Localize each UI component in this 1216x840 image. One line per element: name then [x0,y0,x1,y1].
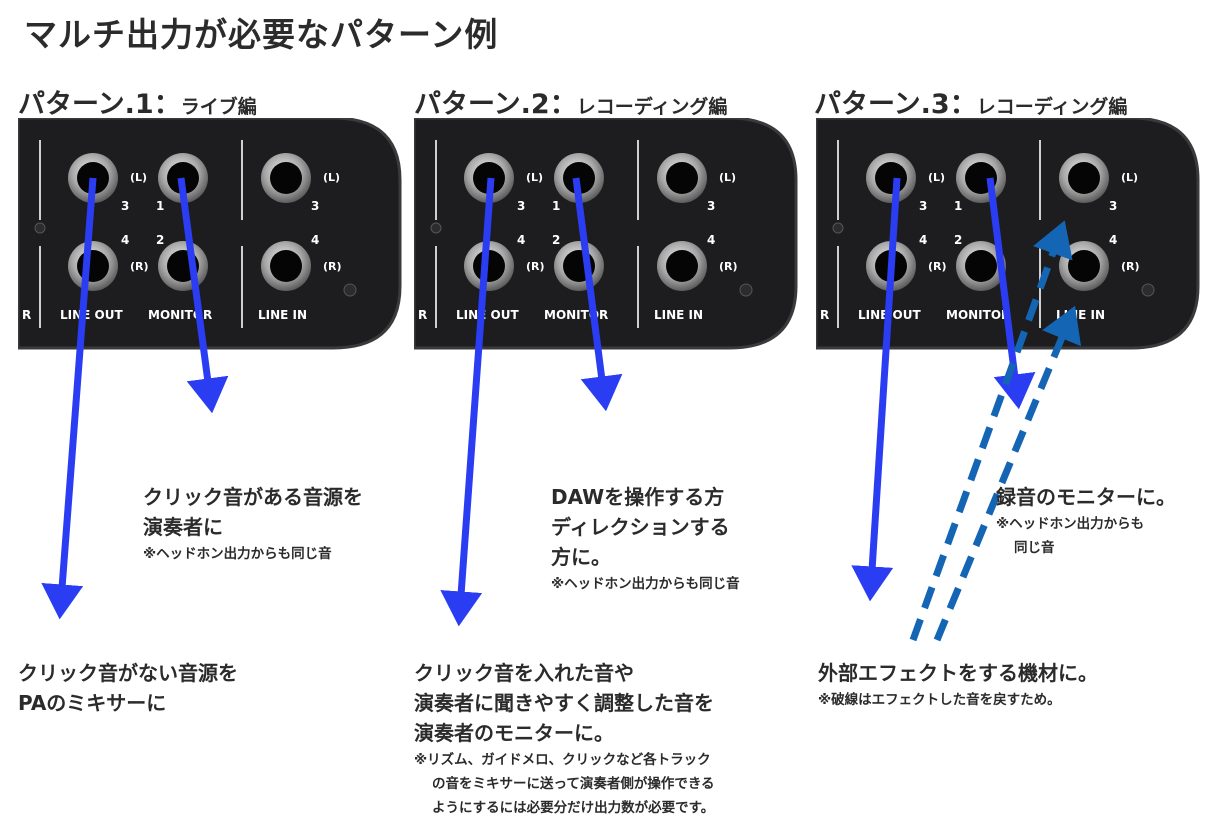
desc-line: 方に。 [551,545,611,569]
note-line: の音をミキサーに送って演奏者側が操作できる [432,776,715,792]
screw-icon [739,283,753,297]
desc-line: DAWを操作する方 [551,485,725,509]
arrow-line-out-to-external-effect [851,177,901,602]
pattern-1-title: パターン.1：ライブ編 [18,82,257,121]
jack-number: 3 [517,199,525,213]
desc-line: 演奏者に聞きやすく調整した音を [414,691,714,715]
pattern-3-number: パターン.3： [814,89,977,120]
panel-label-line-in: LINE IN [258,308,307,322]
channel-label: (R) [719,260,738,273]
pattern-2-performer-text: クリック音を入れた音や 演奏者に聞きやすく調整した音を 演奏者のモニターに。 ※… [414,658,715,820]
jack-number: 3 [311,199,319,213]
desc-line: 外部エフェクトをする機材に。 [818,661,1098,685]
screw-icon [1141,283,1155,297]
jack-number: 1 [552,199,560,213]
pattern-1-pa-text: クリック音がない音源を PAのミキサーに [18,658,238,718]
desc-line: 演奏者のモニターに。 [414,721,614,745]
dashed-return-arrow [933,305,1082,642]
channel-label: (R) [1121,260,1140,273]
jack-number: 4 [707,233,715,247]
jack-number: 2 [552,233,560,247]
panel-label-monitor: MONITOR [946,308,1010,322]
arrow-line-out-to-pa [41,177,97,620]
desc-line: 録音のモニターに。 [996,485,1176,509]
arrow-monitor-to-director [572,177,623,412]
panel-label-cut: R [820,308,829,322]
jack-number: 4 [517,233,525,247]
jack-number: 1 [156,199,164,213]
channel-label: (L) [928,171,945,184]
note-line: ※ヘッドホン出力からも同じ音 [551,576,740,592]
device-panel-3: (L) (R) (L) (R) 3 1 4 2 3 4 R LINE OUT M… [816,118,1200,350]
screw-icon [343,283,357,297]
pattern-3-effect-text: 外部エフェクトをする機材に。 ※破線はエフェクトした音を戻すため。 [818,658,1098,712]
desc-line: クリック音がある音源を [143,485,363,509]
arrow-line-out-to-performer-monitor [440,177,495,627]
page-title: マルチ出力が必要なパターン例 [24,15,499,54]
device-panel-1: (L) (R) (L) (R) 3 1 4 2 3 4 R LINE OUT M… [18,118,402,350]
jack-number: 3 [919,199,927,213]
note-line: ※リズム、ガイドメロ、クリックなど各トラック [414,752,711,768]
panel-label-line-out: LINE OUT [456,308,519,322]
channel-label: (R) [526,260,545,273]
jack-number: 4 [1109,233,1117,247]
channel-label: (R) [928,260,947,273]
panel-label-cut: R [418,308,427,322]
pattern-1-subtitle: ライブ編 [180,96,257,118]
jack-line-in-4 [657,241,707,291]
jack-number: 3 [121,199,129,213]
jack-line-in-4 [261,241,311,291]
pattern-3-title: パターン.3：レコーディング編 [814,82,1127,121]
jack-number: 1 [954,199,962,213]
panel-label-line-out: LINE OUT [60,308,123,322]
panel-label-line-in: LINE IN [654,308,703,322]
jack-number: 2 [954,233,962,247]
note-line: 同じ音 [1014,540,1055,556]
pattern-3-monitor-text: 録音のモニターに。 ※ヘッドホン出力からも 同じ音 [996,482,1176,560]
desc-line: PAのミキサーに [18,691,167,715]
jack-number: 3 [1109,199,1117,213]
screw-icon [832,222,844,234]
desc-line: クリック音を入れた音や [414,661,634,685]
jack-number: 2 [156,233,164,247]
jack-line-in-3 [261,153,311,203]
channel-label: (L) [526,171,543,184]
channel-label: (R) [323,260,342,273]
pattern-2-subtitle: レコーディング編 [576,96,728,118]
pattern-2-number: パターン.2： [414,89,577,120]
channel-label: (L) [323,171,340,184]
arrow-monitor-to-recording-monitor [986,177,1036,410]
note-line: ようにするには必要分だけ出力数が必要です。 [432,800,715,816]
channel-label: (L) [719,171,736,184]
note-line: ※ヘッドホン出力からも [996,516,1145,532]
channel-label: (R) [130,260,149,273]
arrow-monitor-to-performer [177,177,229,414]
note-line: ※破線はエフェクトした音を戻すため。 [818,692,1061,708]
desc-line: クリック音がない音源を [18,661,238,685]
pattern-2-director-text: DAWを操作する方 ディレクションする 方に。 ※ヘッドホン出力からも同じ音 [551,482,740,596]
pattern-1-number: パターン.1： [18,89,181,120]
pattern-2-title: パターン.2：レコーディング編 [414,82,727,121]
dashed-return-arrow [909,220,1073,642]
pattern-3-subtitle: レコーディング編 [976,96,1128,118]
jack-number: 4 [311,233,319,247]
jack-number: 4 [121,233,129,247]
screw-icon [34,222,46,234]
jack-number: 3 [707,199,715,213]
pattern-1-performer-text: クリック音がある音源を 演奏者に ※ヘッドホン出力からも同じ音 [143,482,363,566]
jack-line-in-3 [1059,153,1109,203]
panel-label-cut: R [22,308,31,322]
jack-line-in-3 [657,153,707,203]
jack-number: 4 [919,233,927,247]
channel-label: (L) [1121,171,1138,184]
channel-label: (L) [130,171,147,184]
jack-monitor-2 [956,241,1006,291]
desc-line: ディレクションする [551,515,730,539]
note-line: ※ヘッドホン出力からも同じ音 [143,546,332,562]
desc-line: 演奏者に [143,515,223,539]
screw-icon [430,222,442,234]
